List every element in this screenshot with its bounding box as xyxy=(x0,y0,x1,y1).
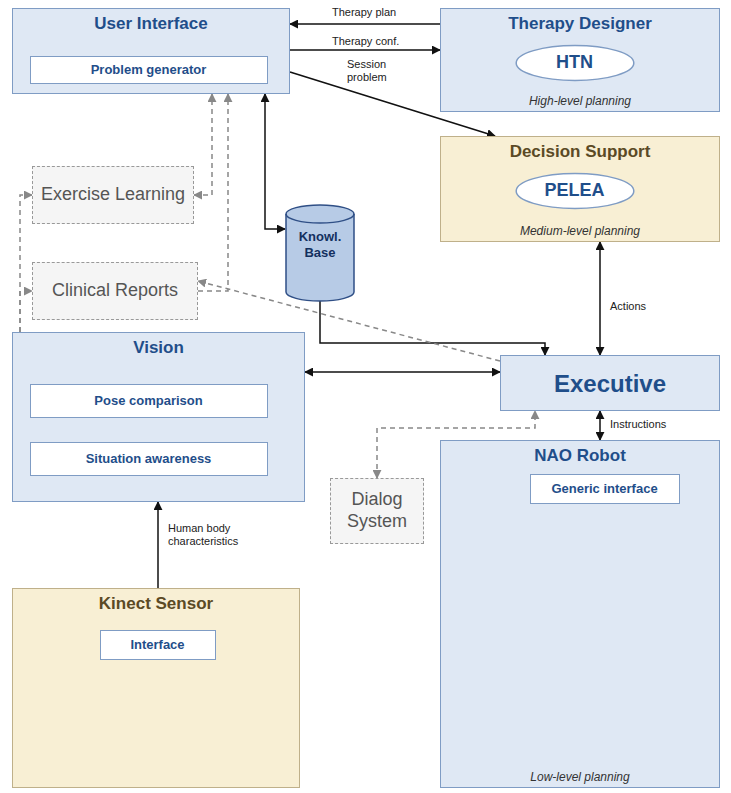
module-box: Decision SupportMedium-level planning PEL… xyxy=(440,136,720,242)
component-box: Generic interface xyxy=(530,474,680,504)
edge-label: Therapy plan xyxy=(330,6,424,19)
node-title: Kinect Sensor xyxy=(99,594,213,614)
edge-label: Therapy conf. xyxy=(330,35,424,48)
component-box: Situation awareness xyxy=(30,442,268,476)
cylinder-rim xyxy=(286,214,354,223)
connector-arrow xyxy=(290,23,440,25)
edge-label: Instructions xyxy=(608,418,692,431)
node-title: Decision Support xyxy=(510,142,651,162)
database-cylinder: Knowl. Base xyxy=(285,205,355,301)
edge-label: Actions xyxy=(608,300,682,313)
node-title: User Interface xyxy=(94,14,207,34)
connector-arrow xyxy=(305,371,500,373)
node-title: Generic interface xyxy=(551,481,657,496)
cylinder-body xyxy=(286,205,354,301)
edge-label: Session problem xyxy=(345,58,401,83)
optional-module-box: Dialog System xyxy=(330,478,424,544)
node-title: Clinical Reports xyxy=(52,280,178,302)
node-caption: High-level planning xyxy=(529,94,631,108)
component-box: Interface xyxy=(100,630,216,660)
module-box: Kinect SensorInterface xyxy=(12,588,300,788)
node-title: Interface xyxy=(130,637,184,652)
connector-arrow xyxy=(599,411,601,440)
node-title: Knowl. Base xyxy=(288,229,352,260)
node-title: Situation awareness xyxy=(86,451,212,466)
executive-box: Executive xyxy=(500,355,720,411)
connector-arrow xyxy=(157,502,159,588)
connector-arrow xyxy=(194,94,212,195)
module-box: Therapy DesignerHigh-level planning HTN xyxy=(440,8,720,112)
ellipse-outline xyxy=(516,45,634,80)
optional-module-box: Exercise Learning xyxy=(32,166,194,224)
node-title: Dialog System xyxy=(335,489,419,532)
connector-arrow xyxy=(320,301,545,355)
node-title: Exercise Learning xyxy=(41,184,185,206)
connector-arrow xyxy=(265,94,285,229)
planner-ellipse: PELEA xyxy=(515,172,635,210)
module-box: VisionPose comparisonSituation awareness xyxy=(12,332,305,502)
connector-arrow xyxy=(198,94,228,291)
connector-arrow xyxy=(599,242,601,355)
node-caption: Medium-level planning xyxy=(520,224,640,238)
module-box: NAO RobotLow-level planning Generic inter… xyxy=(440,440,720,788)
optional-module-box: Clinical Reports xyxy=(32,262,198,320)
node-caption: Low-level planning xyxy=(530,770,629,784)
node-title: PELEA xyxy=(544,180,604,201)
component-box: Problem generator xyxy=(30,56,268,84)
connector-arrow xyxy=(20,195,32,332)
node-title: NAO Robot xyxy=(534,446,626,466)
planner-ellipse: HTN xyxy=(515,44,635,82)
node-title: Therapy Designer xyxy=(508,14,652,34)
connector-arrow xyxy=(20,291,32,332)
component-box: Pose comparison xyxy=(30,384,268,418)
module-box: User InterfaceProblem generator xyxy=(12,8,290,94)
ellipse-outline xyxy=(516,173,634,208)
node-title: HTN xyxy=(556,52,593,73)
connector-arrow xyxy=(290,49,440,51)
node-title: Problem generator xyxy=(91,62,207,77)
node-title: Vision xyxy=(133,338,184,358)
node-title: Executive xyxy=(554,370,666,398)
edge-label: Human body characteristics xyxy=(166,522,258,547)
node-title: Pose comparison xyxy=(94,393,202,408)
